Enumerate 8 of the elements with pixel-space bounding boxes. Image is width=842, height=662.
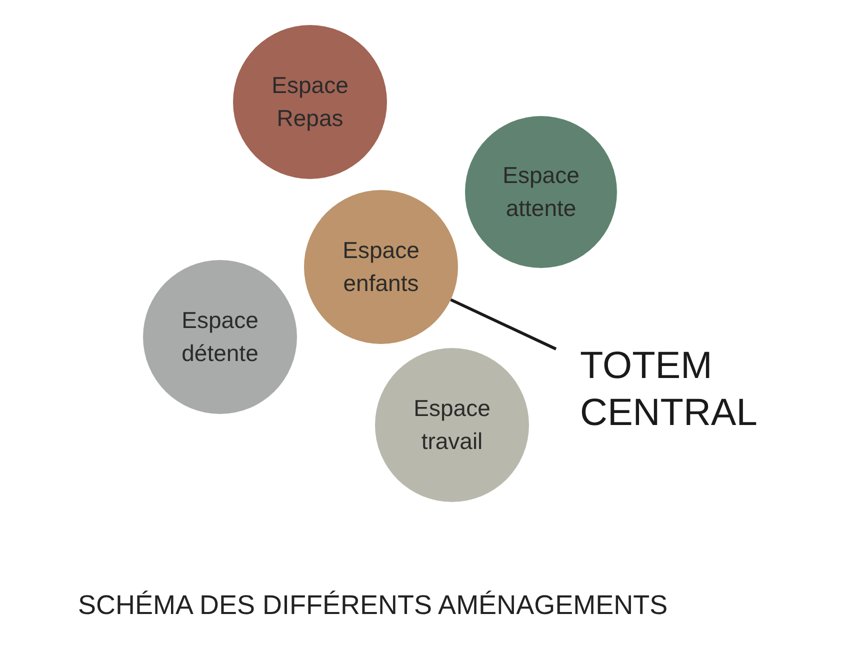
zone-label: Espace Repas [270,70,350,133]
caption: SCHÉMA DES DIFFÉRENTS AMÉNAGEMENTS [78,590,668,621]
zone-label: Espace enfants [342,236,420,298]
leader-line [450,298,557,350]
zone-label: Espace détente [180,306,260,368]
zone-label: Espace travail [412,394,492,456]
zone-label: Espace attente [502,160,580,223]
callout-label: TOTEM CENTRAL [580,344,758,436]
